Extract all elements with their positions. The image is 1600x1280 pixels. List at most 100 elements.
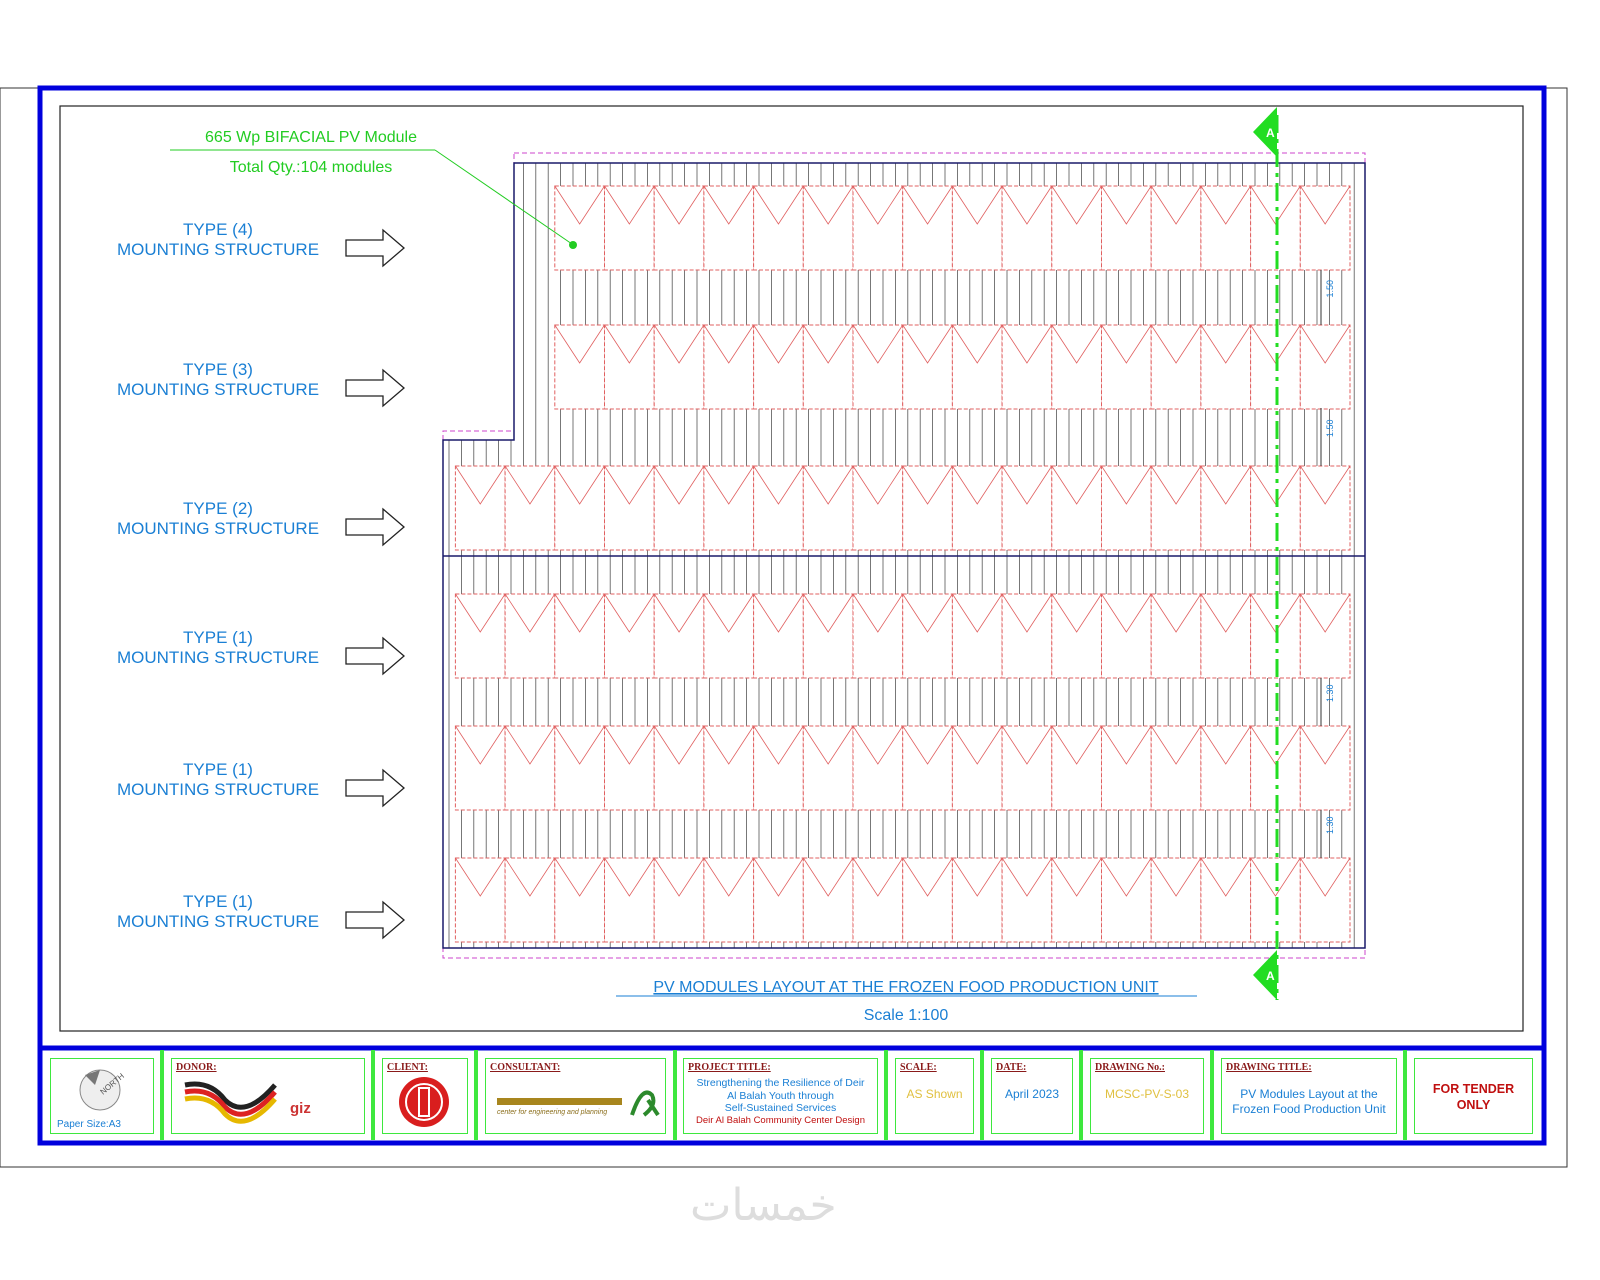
pv-module-mark <box>604 725 655 765</box>
pv-module-mark <box>952 185 1003 225</box>
pv-module <box>951 593 1003 679</box>
pv-module-mark <box>1051 857 1102 897</box>
type-label: TYPE (1)MOUNTING STRUCTURE <box>117 892 405 940</box>
pv-module-mark <box>1051 185 1102 225</box>
pv-module-mark <box>753 185 804 225</box>
pv-module <box>1150 465 1202 551</box>
pv-module-mark <box>653 324 705 364</box>
tb-separator <box>371 1050 375 1140</box>
pv-module <box>703 465 755 551</box>
pv-module-mark <box>703 857 754 897</box>
pv-module <box>902 465 953 551</box>
tender-stamp: FOR TENDER ONLY <box>1415 1081 1532 1113</box>
leader-dot <box>569 241 577 249</box>
pv-module-mark <box>852 725 904 765</box>
section-letter: A <box>1266 126 1275 140</box>
pv-module-mark <box>1001 465 1053 505</box>
pv-module <box>753 185 804 271</box>
pv-module <box>454 725 506 811</box>
pv-module <box>1250 185 1301 271</box>
pv-module-mark <box>902 593 953 633</box>
pv-module <box>1001 324 1053 410</box>
tender-line: FOR TENDER <box>1432 1082 1515 1096</box>
date-value: April 2023 <box>1004 1087 1060 1101</box>
pv-module-mark <box>504 725 556 765</box>
pv-module-mark <box>1250 185 1301 225</box>
pv-module-mark <box>653 465 705 505</box>
dimension-label: 1.30 <box>1325 684 1335 702</box>
pv-module-mark <box>1001 324 1053 364</box>
module-qty: Total Qty.:104 modules <box>230 159 392 176</box>
arrow-right-icon <box>345 636 405 676</box>
pv-module <box>1299 593 1351 679</box>
pv-module-mark <box>1150 725 1202 765</box>
pv-module <box>951 465 1003 551</box>
pv-module-mark <box>604 593 655 633</box>
pv-module <box>604 725 655 811</box>
pv-module-mark <box>1150 324 1202 364</box>
pv-module-mark <box>703 185 754 225</box>
pv-module <box>902 324 953 410</box>
pv-module-mark <box>1200 465 1251 505</box>
svg-text:center for engineering and pla: center for engineering and planning <box>497 1109 607 1116</box>
pv-module <box>902 725 953 811</box>
scale-value: AS Shown <box>906 1087 963 1101</box>
pv-module <box>852 857 904 943</box>
tb-separator <box>1079 1050 1083 1140</box>
pv-module-mark <box>952 593 1003 633</box>
leader-line <box>434 149 573 245</box>
pv-module <box>504 857 556 943</box>
drawing-title-line: PV Modules Layout at the <box>1240 1087 1378 1101</box>
pv-module <box>1051 465 1103 551</box>
pv-module-mark <box>554 465 605 505</box>
pv-module <box>1101 593 1152 679</box>
project-line: Strengthening the Resilience of Deir <box>696 1077 865 1089</box>
type-label-structure: MOUNTING STRUCTURE <box>117 380 319 399</box>
pv-module-mark <box>1101 857 1152 897</box>
pv-module-mark <box>1150 593 1202 633</box>
drawing-title-box: DRAWING TITLE: PV Modules Layout at the … <box>1221 1058 1397 1134</box>
pv-module-mark <box>1299 465 1351 505</box>
donor-box: DONOR: <box>171 1058 365 1134</box>
type-label-structure: MOUNTING STRUCTURE <box>117 648 319 667</box>
consultant-box: CONSULTANT: <box>485 1058 666 1134</box>
pv-module-mark <box>653 725 705 765</box>
pv-module-mark <box>703 324 754 364</box>
arrow-right-icon <box>345 768 405 808</box>
pv-module <box>753 324 804 410</box>
pv-module <box>1150 593 1202 679</box>
pv-module <box>653 593 705 679</box>
pv-module <box>1200 465 1252 551</box>
pv-module <box>902 593 953 679</box>
tb-separator <box>1210 1050 1214 1140</box>
tb-separator <box>884 1050 888 1140</box>
consultant-label: CONSULTANT: <box>490 1062 561 1073</box>
pv-module-mark <box>802 593 854 633</box>
pv-module <box>604 857 655 943</box>
pv-module-mark <box>1299 324 1351 364</box>
pv-module-mark <box>802 324 854 364</box>
pv-module-mark <box>604 857 655 897</box>
pv-module-mark <box>1150 185 1202 225</box>
north-arrow-icon: NORTH <box>79 1069 126 1111</box>
pv-module-mark <box>852 324 904 364</box>
type-label-name: TYPE (1) <box>183 892 253 911</box>
dimension-label: 1.50 <box>1325 280 1335 298</box>
pv-module-mark <box>1299 857 1351 897</box>
type-label: TYPE (1)MOUNTING STRUCTURE <box>117 760 405 808</box>
pv-module-mark <box>1101 465 1152 505</box>
scale-caption: Scale 1:100 <box>864 1007 949 1024</box>
pv-module <box>753 593 804 679</box>
pv-module-mark <box>902 324 953 364</box>
pv-module-mark <box>703 725 754 765</box>
pv-module <box>653 185 705 271</box>
pv-module <box>1299 857 1351 943</box>
pv-module <box>753 725 804 811</box>
inner-frame <box>59 105 1524 1032</box>
pv-module <box>1051 593 1103 679</box>
pv-module <box>1001 857 1053 943</box>
pv-module-mark <box>753 465 804 505</box>
type-label: TYPE (4)MOUNTING STRUCTURE <box>117 220 405 268</box>
